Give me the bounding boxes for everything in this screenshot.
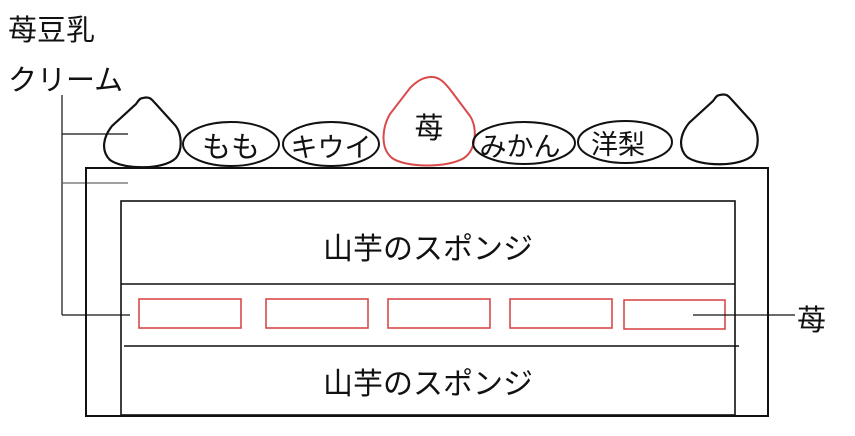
topping-label: みかん — [480, 132, 561, 163]
cream-leader-lines — [61, 95, 130, 316]
topping-peach: もも — [182, 121, 280, 167]
top-sponge-label: 山芋のスポンジ — [323, 232, 533, 267]
sponge-stack — [120, 200, 736, 416]
topping-label: 苺 — [414, 111, 443, 145]
strawberry-slices — [138, 298, 726, 330]
topping-strawberry: 苺 — [382, 75, 476, 167]
strawberry-side-label: 苺 — [797, 303, 826, 337]
topping-label: もも — [202, 130, 260, 164]
topping-label: 洋梨 — [591, 130, 645, 161]
cream-coating — [85, 167, 769, 417]
cream-label-line1: 苺豆乳 — [8, 13, 95, 47]
bottom-sponge-label: 山芋のスポンジ — [323, 367, 533, 402]
topping-kiwi: キウイ — [282, 121, 380, 167]
cream-label-line2: クリーム — [8, 63, 123, 97]
topping-pear: 洋梨 — [577, 120, 673, 164]
cream-dollop-left — [103, 96, 182, 169]
cream-dollop-right — [680, 93, 759, 166]
topping-label: キウイ — [291, 133, 372, 164]
topping-mandarin: みかん — [472, 121, 576, 165]
